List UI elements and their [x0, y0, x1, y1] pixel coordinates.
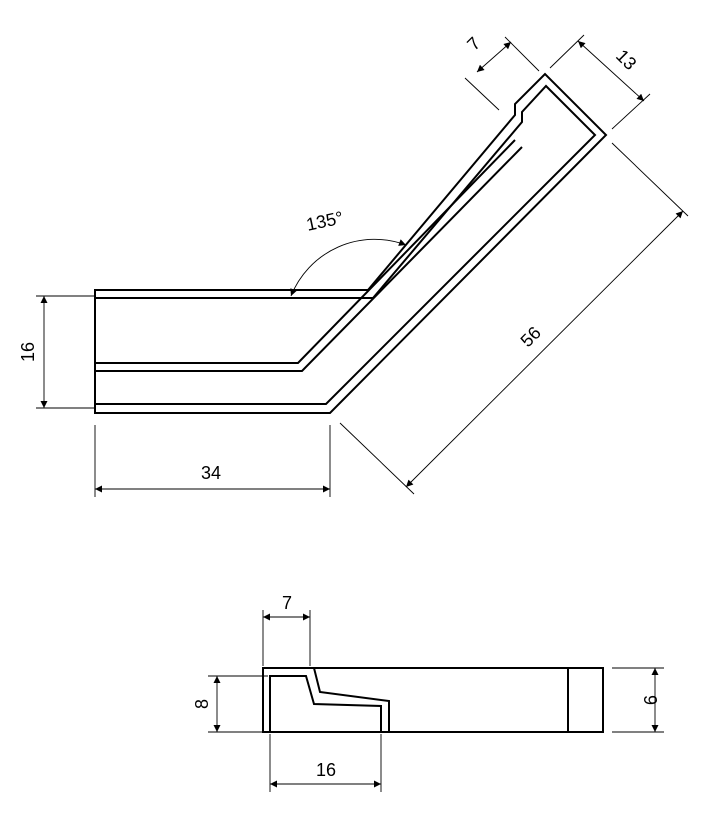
side-view: 7 8 16 9	[192, 593, 664, 792]
dim-angle-label: 135°	[304, 207, 345, 234]
side-pocket-inner	[269, 675, 382, 732]
dim-thickness-label: 9	[640, 695, 660, 705]
top-view: 16 34 135° 56 7	[18, 33, 689, 497]
dim-tab-7: 7	[463, 33, 540, 111]
dim-slot-16: 16	[269, 734, 382, 792]
side-outer-rect	[262, 667, 604, 733]
dim-thickness-9: 9	[612, 667, 664, 733]
bracket-slot-line	[95, 139, 516, 364]
bracket-slot-line-lower	[95, 146, 523, 372]
dim-tab-label: 7	[463, 33, 484, 54]
dim-arm-length-label: 56	[517, 323, 545, 351]
dim-height-16: 16	[18, 295, 95, 409]
dim-length-34: 34	[94, 425, 331, 497]
dim-arm-length-56: 56	[339, 142, 689, 495]
dim-pocket-label: 7	[282, 593, 292, 613]
dim-pocket-7: 7	[262, 593, 311, 666]
dim-length-label: 34	[201, 463, 221, 483]
dim-depth-label: 8	[192, 699, 212, 709]
dim-width-label: 13	[612, 46, 640, 74]
dim-slot-label: 16	[316, 760, 336, 780]
bracket-inner-outline	[95, 84, 597, 405]
dim-width-13: 13	[549, 34, 651, 130]
dim-height-label: 16	[18, 342, 38, 362]
side-pocket-outer	[262, 667, 390, 733]
dim-depth-8: 8	[192, 675, 268, 733]
